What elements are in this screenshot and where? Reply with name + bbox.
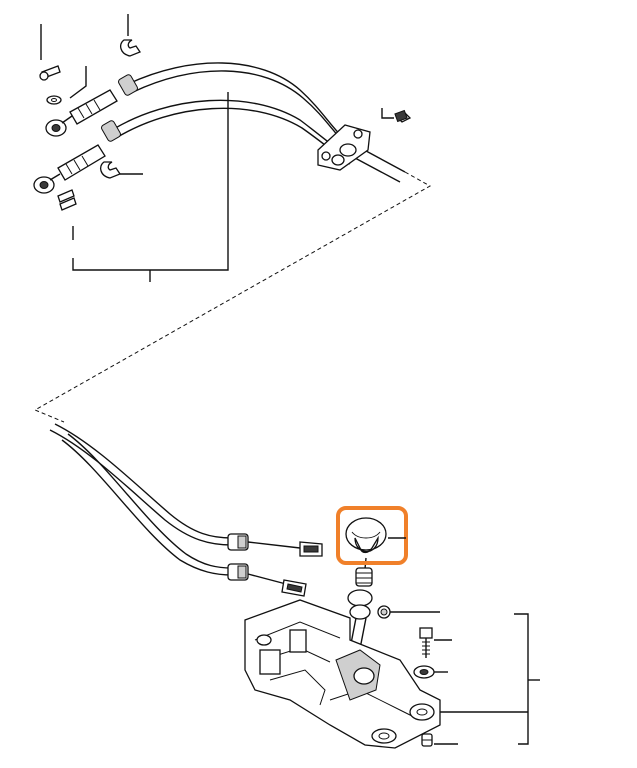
cable-end-lower	[33, 120, 121, 194]
cable-upper-a	[127, 62, 346, 141]
shift-knob[interactable]	[336, 506, 408, 565]
leader-lines-upper	[40, 14, 394, 282]
highlight-box	[336, 506, 408, 565]
cable-lower-b-inner	[67, 433, 233, 569]
grommet	[413, 665, 435, 679]
bracket-bolt	[394, 109, 412, 123]
knob-body	[345, 517, 387, 551]
housing-boss-mid	[289, 629, 307, 653]
sleeve-lower	[57, 144, 106, 181]
cable-lower-b	[61, 439, 233, 576]
shifter-assembly	[244, 557, 441, 749]
mount-hole-right	[409, 703, 435, 721]
washer	[46, 95, 62, 105]
grommet-lower	[101, 120, 121, 142]
retaining-clip-middle	[99, 161, 121, 179]
group-bracket-upper	[72, 92, 229, 271]
cable-end-upper	[45, 74, 138, 137]
cable-mounting-bracket	[317, 124, 371, 171]
pin-and-washer	[39, 65, 62, 105]
cable-fitting-upper	[227, 533, 323, 557]
cable-upper-b-inner	[115, 107, 351, 165]
cable-lower-a-inner	[54, 423, 233, 539]
group-bracket-lower	[514, 613, 529, 745]
cable-exit-b	[354, 157, 401, 183]
grommet-upper	[118, 74, 138, 96]
housing-boss-left	[259, 649, 281, 675]
housing-bolt	[419, 627, 433, 658]
cable-upper-a-inner	[132, 70, 348, 147]
cable-fitting-lower	[227, 563, 307, 597]
leader-lines-lower	[390, 611, 540, 745]
connection-dashed-line	[33, 171, 432, 423]
retaining-clip-top	[119, 39, 141, 57]
lever-bushing	[347, 589, 373, 607]
mount-hole-front	[371, 728, 397, 744]
cable-lower-a	[49, 429, 233, 546]
lower-cable-assembly	[49, 423, 323, 597]
spring-clip	[57, 189, 77, 211]
upper-cable-assembly	[33, 39, 412, 211]
mount-hole-left	[256, 634, 272, 646]
sleeve-upper	[69, 89, 118, 125]
small-bolt-bottom	[421, 733, 433, 747]
